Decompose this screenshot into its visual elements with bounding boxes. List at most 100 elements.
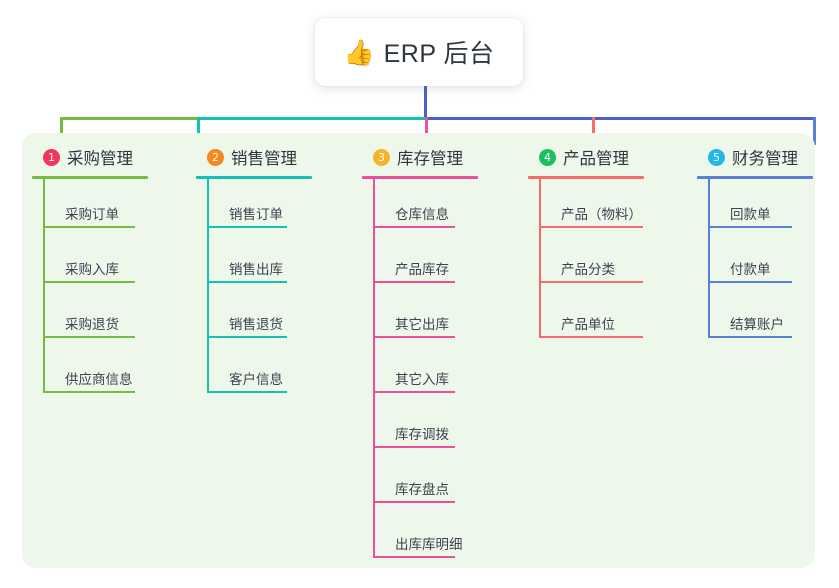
leaf-node[interactable]: 采购退货 [43, 289, 148, 344]
drop-5 [813, 117, 816, 145]
leaf-node[interactable]: 库存盘点 [373, 454, 478, 509]
leaf-label: 仓库信息 [395, 207, 449, 222]
leaf-label: 出库库明细 [395, 537, 463, 552]
leaf-node[interactable]: 结算账户 [708, 289, 813, 344]
leaf-label: 销售出库 [229, 262, 283, 277]
column-spine [708, 179, 710, 338]
leaf-label: 采购入库 [65, 262, 119, 277]
thumbs-up-icon: 👍 [343, 37, 375, 67]
leaf-node[interactable]: 供应商信息 [43, 344, 148, 399]
leaf-label: 付款单 [730, 262, 771, 277]
bus-green [60, 117, 199, 120]
leaf-node[interactable]: 出库库明细 [373, 509, 478, 564]
root-node-title: ERP 后台 [383, 40, 495, 68]
column-spine [43, 179, 45, 393]
leaf-node[interactable]: 库存调拨 [373, 399, 478, 454]
leaf-label: 销售退货 [229, 317, 283, 332]
column-items: 产品（物料） 产品分类产品单位 [528, 179, 644, 344]
column-title: 采购管理 [67, 150, 133, 168]
leaf-node[interactable]: 产品单位 [539, 289, 644, 344]
leaf-node[interactable]: 其它出库 [373, 289, 478, 344]
leaf-rule [373, 336, 455, 338]
column-title: 产品管理 [563, 150, 629, 168]
leaf-rule [373, 281, 455, 283]
leaf-label: 回款单 [730, 207, 771, 222]
drop-1 [60, 117, 63, 145]
leaf-node[interactable]: 采购入库 [43, 234, 148, 289]
column-index-badge: 5 [708, 148, 725, 166]
leaf-label: 其它出库 [395, 317, 449, 332]
leaf-rule [373, 501, 455, 503]
column-items: 仓库信息产品库存其它出库其它入库库存调拨库存盘点出库库明细 [362, 179, 478, 564]
leaf-node[interactable]: 回款单 [708, 179, 813, 234]
leaf-rule [373, 446, 455, 448]
leaf-rule [207, 336, 287, 338]
column-index-badge: 4 [539, 148, 556, 166]
column-index-badge: 2 [207, 148, 224, 166]
drop-2 [197, 117, 200, 145]
leaf-node[interactable]: 销售出库 [207, 234, 312, 289]
drop-4 [592, 117, 595, 145]
leaf-rule [207, 226, 287, 228]
bus-blue [425, 117, 816, 120]
leaf-rule [373, 226, 455, 228]
leaf-label: 销售订单 [229, 207, 283, 222]
leaf-rule [708, 281, 792, 283]
column-rule [697, 176, 813, 179]
leaf-rule [539, 226, 643, 228]
leaf-label: 产品（物料） [561, 207, 642, 222]
column-title: 财务管理 [732, 150, 798, 168]
trunk-connector [424, 86, 427, 119]
column-items: 采购订单采购入库采购退货供应商信息 [32, 179, 148, 399]
leaf-rule [207, 281, 287, 283]
column-items: 销售订单销售出库销售退货客户信息 [196, 179, 312, 399]
leaf-node[interactable]: 付款单 [708, 234, 813, 289]
leaf-label: 产品分类 [561, 262, 615, 277]
leaf-label: 客户信息 [229, 372, 283, 387]
root-node-erp-backend[interactable]: 👍 ERP 后台 [315, 18, 523, 86]
leaf-node[interactable]: 销售退货 [207, 289, 312, 344]
leaf-label: 库存盘点 [395, 482, 449, 497]
leaf-rule [373, 391, 455, 393]
leaf-node[interactable]: 其它入库 [373, 344, 478, 399]
column-5: 5 财务管理回款单付款单结算账户 [697, 145, 813, 344]
leaf-node[interactable]: 客户信息 [207, 344, 312, 399]
column-4: 4 产品管理产品（物料） 产品分类产品单位 [528, 145, 644, 344]
column-index-badge: 1 [43, 148, 60, 166]
leaf-rule [539, 281, 643, 283]
leaf-node[interactable]: 仓库信息 [373, 179, 478, 234]
leaf-rule [43, 226, 135, 228]
column-header-5[interactable]: 5 财务管理 [697, 145, 813, 169]
drop-3 [425, 117, 428, 145]
leaf-node[interactable]: 产品分类 [539, 234, 644, 289]
leaf-rule [373, 556, 455, 558]
column-header-4[interactable]: 4 产品管理 [528, 145, 644, 169]
column-items: 回款单付款单结算账户 [697, 179, 813, 344]
leaf-rule [43, 281, 135, 283]
diagram-panel [22, 133, 815, 568]
leaf-rule [708, 226, 792, 228]
leaf-node[interactable]: 产品库存 [373, 234, 478, 289]
column-header-1[interactable]: 1 采购管理 [32, 145, 148, 169]
leaf-label: 其它入库 [395, 372, 449, 387]
column-rule [196, 176, 312, 179]
leaf-label: 供应商信息 [65, 372, 133, 387]
leaf-rule [539, 336, 643, 338]
column-spine [373, 179, 375, 558]
leaf-node[interactable]: 销售订单 [207, 179, 312, 234]
leaf-label: 库存调拨 [395, 427, 449, 442]
leaf-label: 结算账户 [730, 317, 784, 332]
leaf-label: 产品单位 [561, 317, 615, 332]
leaf-rule [708, 336, 792, 338]
bus-teal [197, 117, 427, 120]
leaf-node[interactable]: 产品（物料） [539, 179, 644, 234]
column-index-badge: 3 [373, 148, 390, 166]
column-1: 1 采购管理采购订单采购入库采购退货供应商信息 [32, 145, 148, 399]
leaf-label: 采购订单 [65, 207, 119, 222]
leaf-node[interactable]: 采购订单 [43, 179, 148, 234]
